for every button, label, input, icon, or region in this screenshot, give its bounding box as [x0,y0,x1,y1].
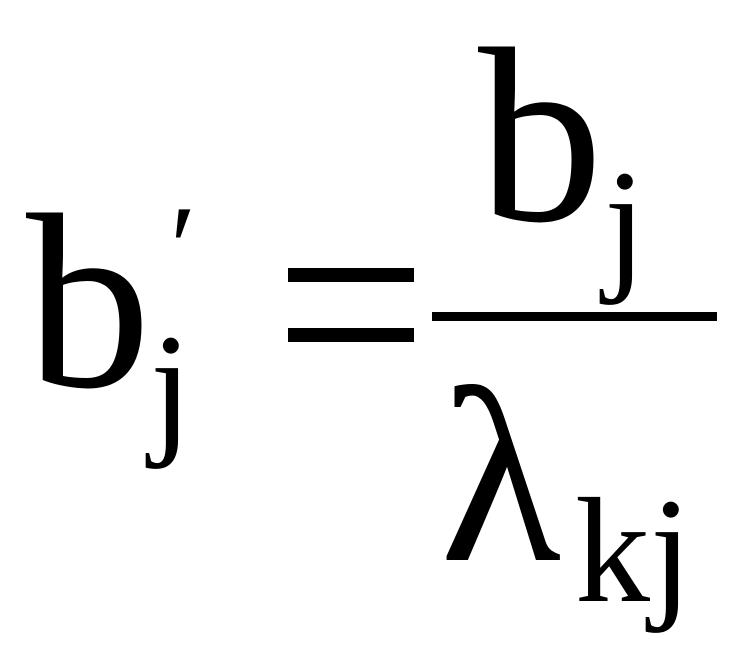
numerator-subscript-j: j [604,140,646,306]
numerator-variable-b: b [478,0,603,275]
denominator-lambda: λ [440,338,562,615]
fraction-bar [432,312,717,321]
equals-bar-top [288,268,414,282]
equals-bar-bottom [288,328,414,342]
lhs-prime-mark: ′ [170,181,197,314]
lhs-subscript-j: j [150,304,192,470]
denominator-subscript-kj: kj [575,468,692,634]
lhs-variable-b: b [26,164,151,441]
